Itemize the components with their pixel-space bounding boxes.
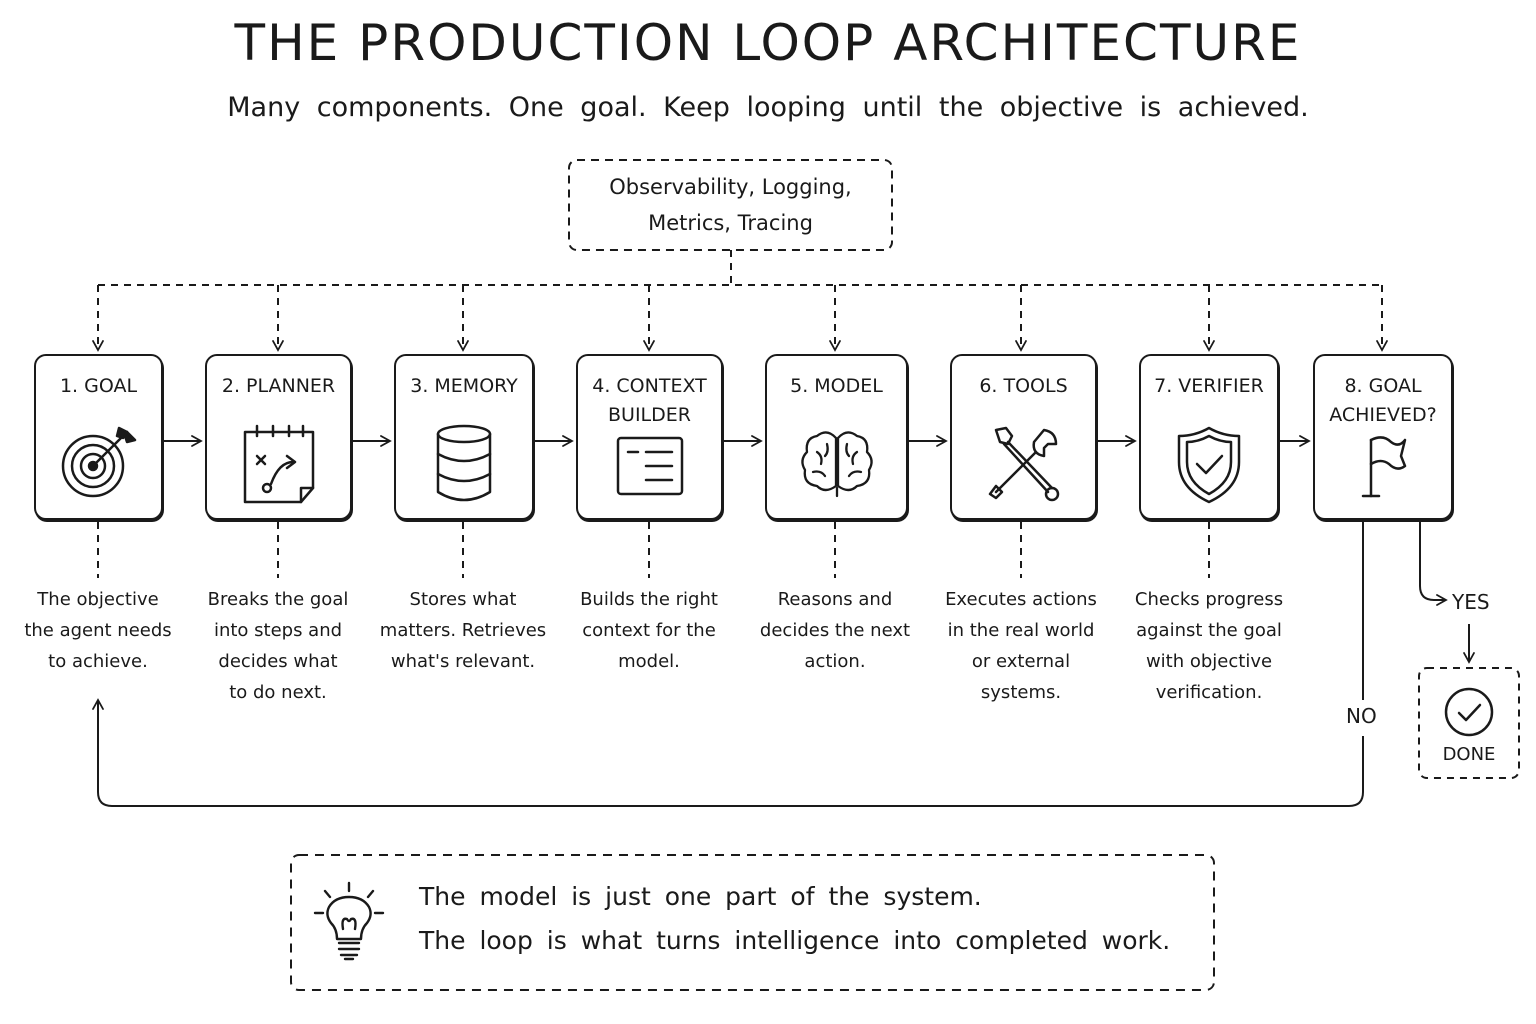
done-label: DONE bbox=[1442, 744, 1496, 765]
lightbulb-icon bbox=[311, 879, 387, 965]
diagram-subtitle: Many components. One goal. Keep looping … bbox=[227, 92, 1309, 123]
document-list-icon bbox=[608, 422, 692, 506]
step-planner-title: 2. PLANNER bbox=[221, 375, 336, 397]
no-loopback-arrow bbox=[98, 522, 1364, 807]
step-goal-description: The objective the agent needs to achieve… bbox=[24, 589, 172, 672]
target-icon bbox=[57, 422, 141, 506]
check-circle-icon bbox=[1443, 686, 1495, 738]
observability-line-1: Observability, Logging, bbox=[609, 175, 852, 199]
step-planner-description: Breaks the goal into steps and decides w… bbox=[207, 589, 349, 703]
step-tools-description: Executes actions in the real world or ex… bbox=[945, 589, 1097, 703]
yes-branch-arrow bbox=[1419, 522, 1448, 606]
no-label: NO bbox=[1346, 704, 1377, 728]
note-text: The model is just one part of the system… bbox=[419, 875, 1170, 963]
step-verifier-title: 7. VERIFIER bbox=[1154, 375, 1264, 397]
step-planner[interactable]: 2. PLANNER bbox=[205, 354, 352, 520]
step-goal-title: 1. GOAL bbox=[59, 375, 138, 397]
step-tools[interactable]: 6. TOOLS bbox=[950, 354, 1097, 520]
step-context-builder[interactable]: 4. CONTEXT BUILDER bbox=[576, 354, 723, 520]
step-memory[interactable]: 3. MEMORY bbox=[394, 354, 534, 520]
shield-check-icon bbox=[1167, 422, 1251, 506]
brain-icon bbox=[795, 422, 879, 506]
wrench-screwdriver-icon bbox=[982, 422, 1066, 506]
note-line-2: The loop is what turns intelligence into… bbox=[419, 926, 1171, 955]
note-border bbox=[290, 854, 1215, 991]
flag-icon bbox=[1341, 422, 1425, 506]
done-box: DONE bbox=[1419, 668, 1519, 778]
step-tools-title: 6. TOOLS bbox=[979, 375, 1068, 397]
key-insight-note: The model is just one part of the system… bbox=[291, 855, 1214, 990]
step-model-title: 5. MODEL bbox=[790, 375, 883, 397]
step-memory-description: Stores what matters. Retrieves what's re… bbox=[379, 589, 547, 672]
step-verifier-description: Checks progress against the goal with ob… bbox=[1134, 589, 1284, 703]
step-goal-achieved-title: 8. GOAL ACHIEVED? bbox=[1329, 375, 1437, 426]
observability-box: Observability, Logging, Metrics, Tracing bbox=[569, 160, 892, 250]
observability-line-2: Metrics, Tracing bbox=[648, 211, 813, 235]
step-goal-achieved[interactable]: 8. GOAL ACHIEVED? bbox=[1313, 354, 1453, 520]
step-goal[interactable]: 1. GOAL bbox=[34, 354, 163, 520]
observability-border bbox=[568, 159, 893, 251]
step-model-description: Reasons and decides the next action. bbox=[759, 589, 911, 672]
step-memory-title: 3. MEMORY bbox=[410, 375, 518, 397]
step-verifier[interactable]: 7. VERIFIER bbox=[1139, 354, 1279, 520]
database-icon bbox=[422, 422, 506, 506]
plan-notepad-icon bbox=[237, 422, 321, 506]
note-line-1: The model is just one part of the system… bbox=[419, 882, 982, 911]
diagram-title: THE PRODUCTION LOOP ARCHITECTURE bbox=[234, 14, 1302, 72]
step-model[interactable]: 5. MODEL bbox=[765, 354, 908, 520]
step-context-builder-description: Builds the right context for the model. bbox=[580, 589, 718, 672]
done-border bbox=[1418, 667, 1520, 779]
yes-label: YES bbox=[1452, 590, 1490, 614]
step-context-builder-title: 4. CONTEXT BUILDER bbox=[592, 375, 707, 426]
